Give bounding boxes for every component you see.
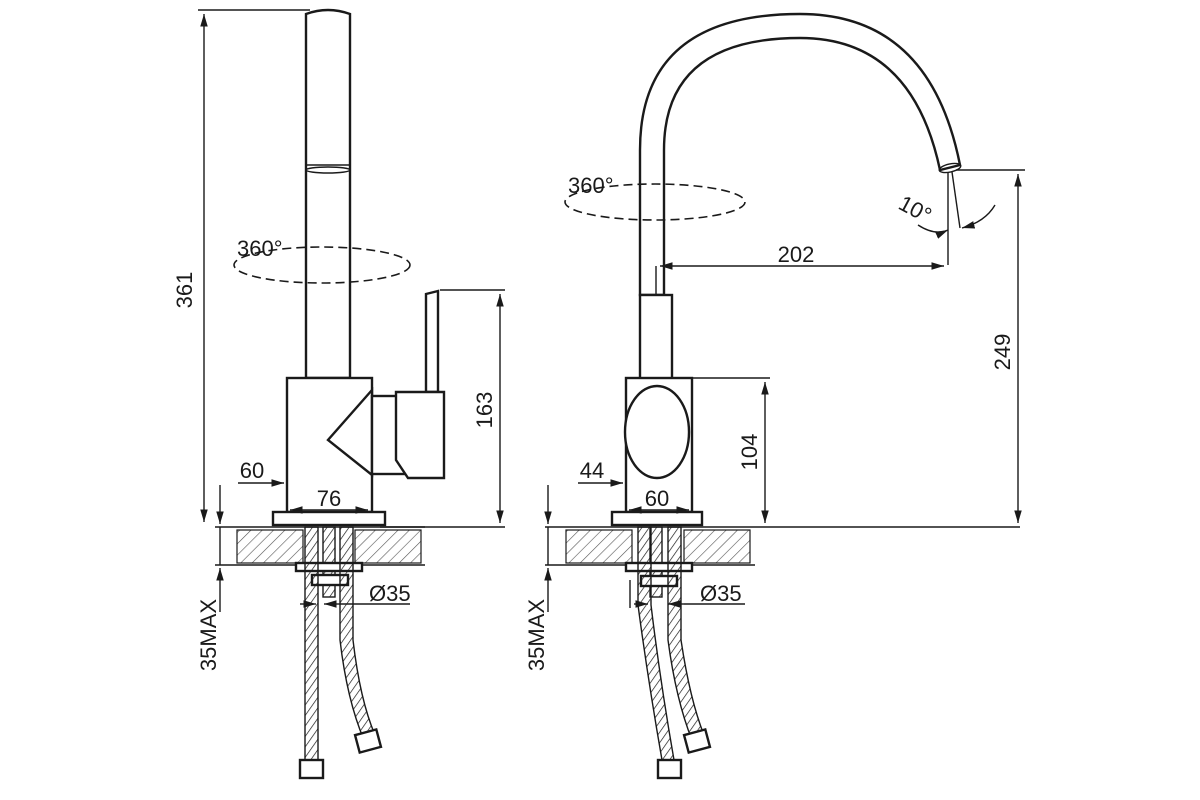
right-countertop [545, 526, 1020, 566]
left-total-height-label: 361 [172, 272, 197, 309]
left-handle-height-label: 163 [472, 392, 497, 429]
right-faucet-body [623, 293, 694, 514]
left-rotation-indicator: 360° [233, 236, 411, 284]
left-dim-base-width: 76 [290, 486, 368, 514]
right-tilt-label: 10° [895, 190, 936, 228]
left-spout [304, 8, 352, 380]
right-dim-countertop: 35MAX [524, 485, 552, 671]
right-view: 360° 10° 202 249 104 [524, 12, 1025, 780]
right-dim-spout-height: 249 [956, 169, 1025, 523]
left-dim-total-height: 361 [172, 9, 310, 522]
right-spout-height-label: 249 [990, 334, 1015, 371]
right-body-depth-label: 44 [580, 458, 604, 483]
left-handle [394, 289, 446, 480]
right-hole-label: Ø35 [700, 581, 742, 606]
right-spout-reach-label: 202 [778, 242, 815, 267]
left-hole-label: Ø35 [369, 581, 411, 606]
left-faucet-body [285, 376, 409, 514]
right-dim-spout-reach: 202 [655, 242, 944, 295]
left-base-width-label: 76 [317, 486, 341, 511]
right-dim-base-width: 60 [629, 486, 689, 514]
right-dim-hole: Ø35 [629, 580, 745, 608]
left-view: 361 163 60 76 360° Ø35 [172, 8, 505, 780]
left-countertop [215, 526, 425, 566]
right-base-width-label: 60 [645, 486, 669, 511]
left-dim-handle-height: 163 [380, 289, 505, 528]
right-mounting-assembly [624, 526, 712, 780]
left-dim-body-width: 60 [238, 458, 288, 512]
right-body-height-label: 104 [737, 434, 762, 471]
left-dim-hole: Ø35 [300, 581, 411, 608]
left-base-plate [271, 510, 387, 527]
right-countertop-label: 35MAX [524, 599, 549, 671]
right-rotation-indicator: 360° [564, 173, 746, 221]
right-dim-body-height: 104 [692, 377, 770, 523]
right-base-plate [610, 510, 704, 527]
left-rotation-label: 360° [237, 236, 283, 261]
left-countertop-label: 35MAX [196, 599, 221, 671]
left-dim-countertop: 35MAX [196, 485, 224, 671]
right-tilt-indicator: 10° [895, 171, 996, 265]
right-dim-body-depth: 44 [578, 458, 627, 512]
right-rotation-label: 360° [568, 173, 614, 198]
left-body-width-label: 60 [240, 458, 264, 483]
right-gooseneck-spout [638, 12, 962, 297]
left-mounting-assembly [294, 526, 383, 780]
